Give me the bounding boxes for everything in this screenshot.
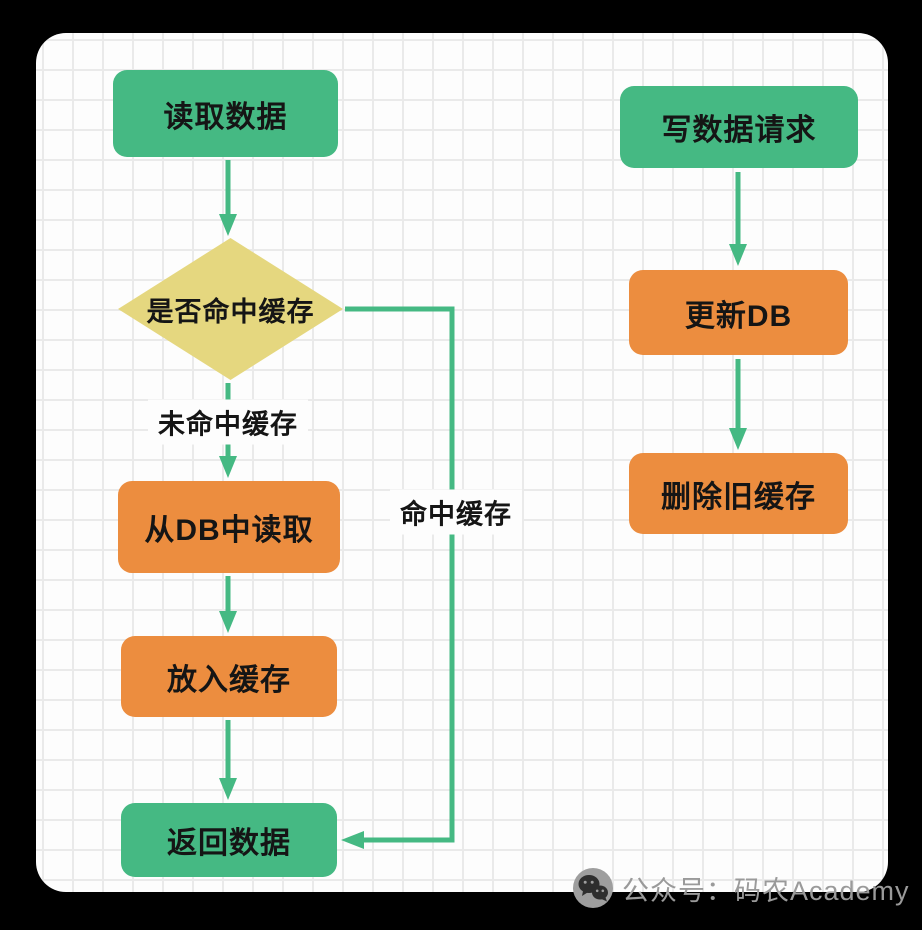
watermark: 公众号：码农Academy [572,867,910,909]
node-update-db: 更新DB [629,270,848,355]
edge-label-cache-miss: 未命中缓存 [148,399,308,445]
node-write-request: 写数据请求 [620,86,858,168]
watermark-text: 公众号：码农Academy [622,875,910,906]
decision-cache-hit: 是否命中缓存 [118,238,343,380]
node-put-cache: 放入缓存 [121,636,337,717]
node-read-from-db: 从DB中读取 [118,481,340,573]
grid-canvas: 读取数据 是否命中缓存 未命中缓存 命中缓存 从DB中读取 放入缓存 返回数据 … [36,33,888,892]
edge-label-cache-hit: 命中缓存 [390,489,522,535]
node-delete-old-cache: 删除旧缓存 [629,453,848,534]
node-return-data: 返回数据 [121,803,337,877]
wechat-icon [573,868,613,908]
node-read-start: 读取数据 [113,70,338,157]
